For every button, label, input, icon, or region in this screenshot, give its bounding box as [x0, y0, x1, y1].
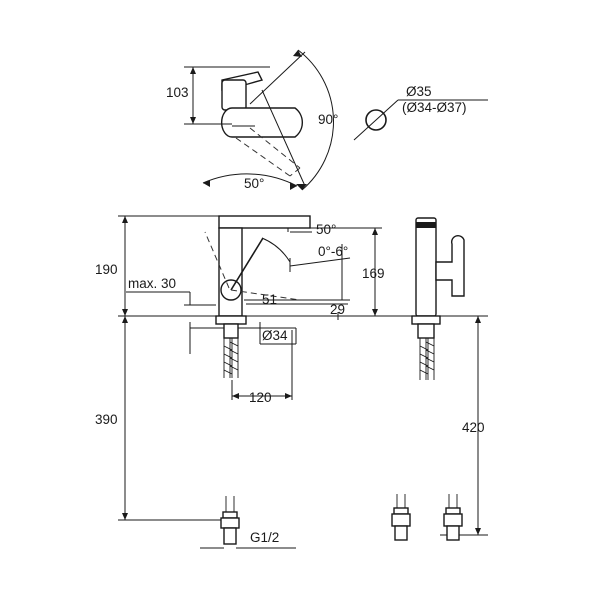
front-lever-closed-dash: [230, 289, 301, 301]
swing-ref-line-b: [261, 89, 306, 187]
side-lever: [435, 234, 465, 297]
aerator-leader-diag: [353, 99, 399, 141]
dim-169-arrow-top: [372, 228, 378, 235]
side-fitting-right-nut-top: [445, 507, 461, 515]
front-lever: [230, 237, 264, 291]
front-base: [215, 315, 247, 325]
side-view: 420: [391, 217, 488, 541]
front-body: [218, 227, 243, 317]
front-view: 190 max. 30 169 50° 0°-6° 51 29: [95, 215, 488, 549]
dim-120-arrow-right: [285, 393, 292, 399]
front-fitting-nut: [220, 517, 240, 529]
front-lever-dash-up: [204, 231, 230, 289]
side-fitting-right: [443, 494, 463, 541]
dim-420-arrow-top: [475, 316, 481, 323]
top-view-spout: [220, 107, 304, 138]
dim-190-arrow-top: [122, 216, 128, 223]
dim-169-arrow-bottom: [372, 309, 378, 316]
swing-arc-arrow-top: [293, 50, 302, 57]
dim-120-arrow-left: [232, 393, 239, 399]
aerator-circle: [365, 109, 387, 131]
lever-50-label: 50°: [316, 222, 336, 237]
swing-arc-arrow-bottom: [296, 184, 307, 190]
tilt-leader: [289, 257, 351, 267]
side-fitting-left: [391, 494, 411, 541]
dim-420-arrow-bottom: [475, 528, 481, 535]
side-base: [411, 315, 441, 325]
top-view: 103 90° 50°: [166, 49, 338, 191]
spout-arc-arrow-right: [290, 182, 297, 190]
side-fitting-right-thread: [446, 525, 460, 541]
spout-50-label: 50°: [244, 176, 264, 191]
shank-diameter-label: Ø34: [262, 328, 288, 343]
side-shank: [417, 323, 435, 339]
thread-label: G1/2: [250, 530, 279, 545]
side-fitting-right-nut: [443, 513, 463, 527]
dim-29-label: 29: [330, 302, 345, 317]
front-fitting-thread: [223, 527, 237, 545]
dim-103-arrow-top: [190, 67, 196, 74]
front-fitting-hose: [225, 496, 235, 514]
spout-arc-arrow-left: [203, 180, 210, 187]
swing-90-label: 90°: [318, 112, 338, 127]
max30-label: max. 30: [128, 276, 176, 291]
front-spout-top: [218, 215, 311, 229]
side-hoses: [419, 338, 435, 380]
side-fitting-left-nut: [391, 513, 411, 527]
dim-103-label: 103: [166, 85, 189, 100]
side-fitting-left-thread: [394, 525, 408, 541]
front-shank: [223, 323, 239, 339]
front-hose-braid: [223, 341, 239, 375]
dim-390-label: 390: [95, 412, 118, 427]
dim-120-label: 120: [249, 390, 272, 405]
swing-90-arc: [297, 49, 334, 191]
dim-169-label: 169: [362, 266, 385, 281]
side-hose-braid: [419, 341, 435, 375]
side-fitting-left-hose: [396, 494, 406, 508]
side-body: [415, 217, 437, 317]
top-view-head: [221, 79, 247, 111]
dim-390-arrow-top: [122, 316, 128, 323]
swing-ref-line-a: [249, 51, 306, 105]
front-fitting: [220, 496, 240, 545]
dim-103-arrow-bottom: [190, 117, 196, 124]
dim-390-arrow-bottom: [122, 513, 128, 520]
aerator-diameter-label: Ø35: [406, 84, 432, 99]
side-top-band: [416, 222, 436, 228]
tilt-label: 0°-6°: [318, 244, 348, 259]
dim-420-label: 420: [462, 420, 485, 435]
dim-51-label: 51: [262, 292, 277, 307]
dim-190-label: 190: [95, 262, 118, 277]
side-fitting-left-nut-top: [393, 507, 409, 515]
top-view-swing-outline: [235, 127, 301, 177]
dim-190-arrow-bottom: [122, 309, 128, 316]
spout-50-arc: [202, 173, 298, 187]
aerator-range-label: (Ø34-Ø37): [402, 100, 467, 115]
aerator-symbol: Ø35 (Ø34-Ø37): [353, 84, 488, 141]
lever-50-arc: [261, 237, 291, 263]
front-fitting-nut-top: [222, 511, 238, 519]
side-fitting-right-hose: [448, 494, 458, 508]
